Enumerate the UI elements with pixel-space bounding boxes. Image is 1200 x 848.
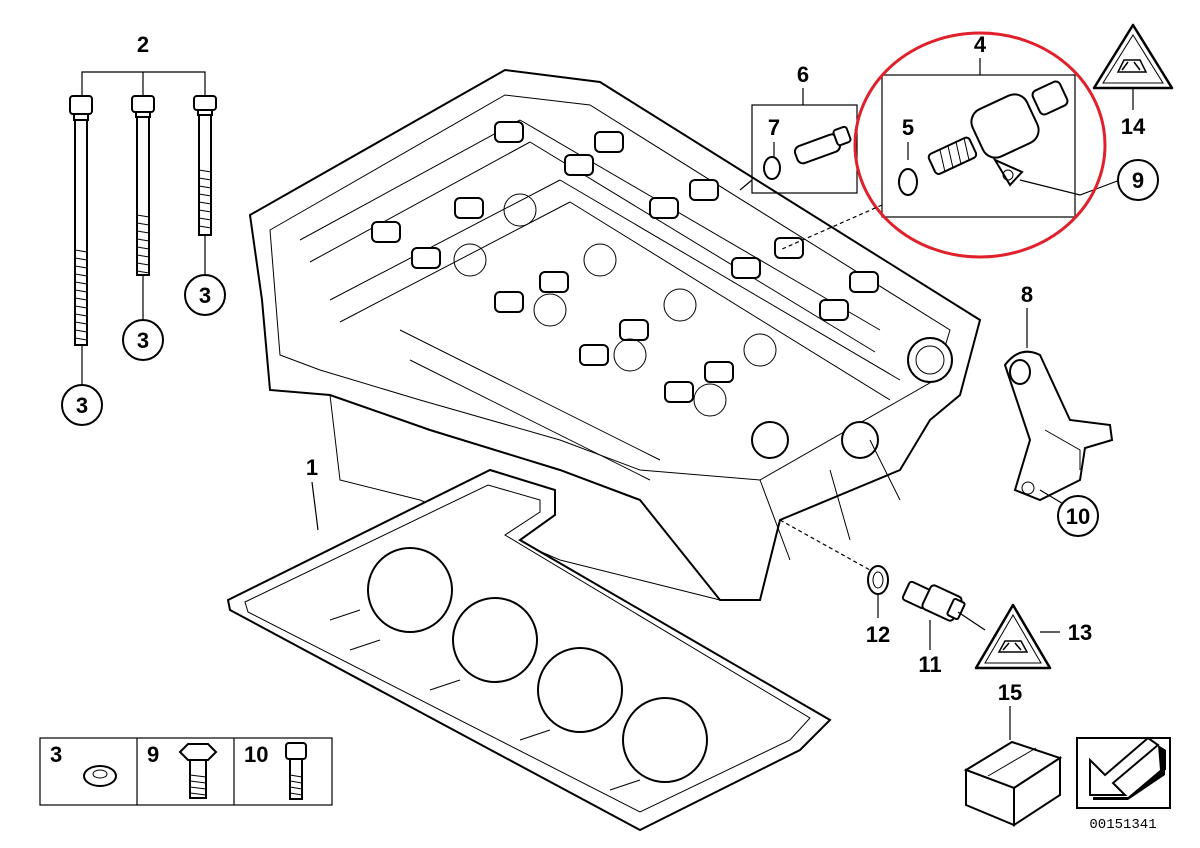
hex-bolt-icon bbox=[178, 743, 218, 799]
warning-triangle-icon: 14 bbox=[1092, 23, 1174, 139]
callout-1: 1 bbox=[306, 455, 318, 480]
group-6: 6 7 bbox=[739, 62, 858, 194]
callout-15: 15 bbox=[998, 680, 1022, 705]
socket-bolt-icon bbox=[285, 742, 307, 800]
legend-table: 3 9 10 bbox=[39, 737, 333, 806]
callout-2: 2 bbox=[137, 32, 149, 57]
circle-3-short bbox=[184, 274, 226, 316]
legend-label-9: 9 bbox=[147, 742, 159, 767]
circle-10-callout bbox=[1057, 495, 1099, 537]
seal-ring-12 bbox=[867, 565, 889, 595]
washer-icon bbox=[83, 765, 117, 787]
bolt-short bbox=[193, 95, 217, 236]
circled-label-3a: 3 bbox=[76, 393, 88, 418]
bolt-medium bbox=[131, 95, 155, 276]
bolt-long bbox=[69, 95, 93, 346]
head-gasket: 1 bbox=[226, 455, 832, 832]
next-page-arrow-icon[interactable] bbox=[1076, 736, 1171, 809]
box-15: 15 bbox=[963, 680, 1063, 827]
callout-8: 8 bbox=[1021, 282, 1033, 307]
callout-5: 5 bbox=[902, 115, 914, 140]
bracket-8: 8 10 bbox=[1003, 282, 1114, 537]
circled-label-3c: 3 bbox=[199, 283, 211, 308]
circled-label-3b: 3 bbox=[137, 328, 149, 353]
circled-label-10: 10 bbox=[1066, 504, 1090, 529]
warning-triangle-icon-13 bbox=[974, 603, 1052, 670]
legend-label-10: 10 bbox=[244, 742, 268, 767]
circle-3-medium bbox=[122, 319, 164, 361]
cylinder-head bbox=[248, 68, 982, 601]
bolt-group: 2 3 3 3 bbox=[61, 32, 226, 426]
highlight-ellipse bbox=[853, 31, 1107, 259]
callout-7: 7 bbox=[768, 115, 780, 140]
circled-label-9: 9 bbox=[1132, 168, 1144, 193]
callout-6: 6 bbox=[797, 62, 809, 87]
callout-4: 4 bbox=[974, 32, 987, 57]
circle-3-long bbox=[61, 384, 103, 426]
sensor-group: 12 11 13 bbox=[779, 519, 1092, 677]
package-box-icon bbox=[963, 740, 1063, 827]
legend-label-3: 3 bbox=[50, 742, 62, 767]
group-4: 4 5 9 bbox=[779, 31, 1159, 259]
callout-11: 11 bbox=[918, 652, 941, 677]
group-6-frame bbox=[751, 104, 858, 194]
document-number: 00151341 bbox=[1089, 817, 1156, 833]
callout-14: 14 bbox=[1121, 114, 1146, 139]
sensor-11 bbox=[901, 580, 966, 622]
callout-12: 12 bbox=[866, 622, 890, 647]
vanos-solenoid bbox=[927, 80, 1069, 187]
callout-13: 13 bbox=[1068, 620, 1092, 645]
group-4-frame bbox=[881, 74, 1076, 218]
circle-9-callout bbox=[1117, 159, 1159, 201]
cam-caps bbox=[371, 121, 879, 403]
valve-bores bbox=[453, 193, 777, 417]
